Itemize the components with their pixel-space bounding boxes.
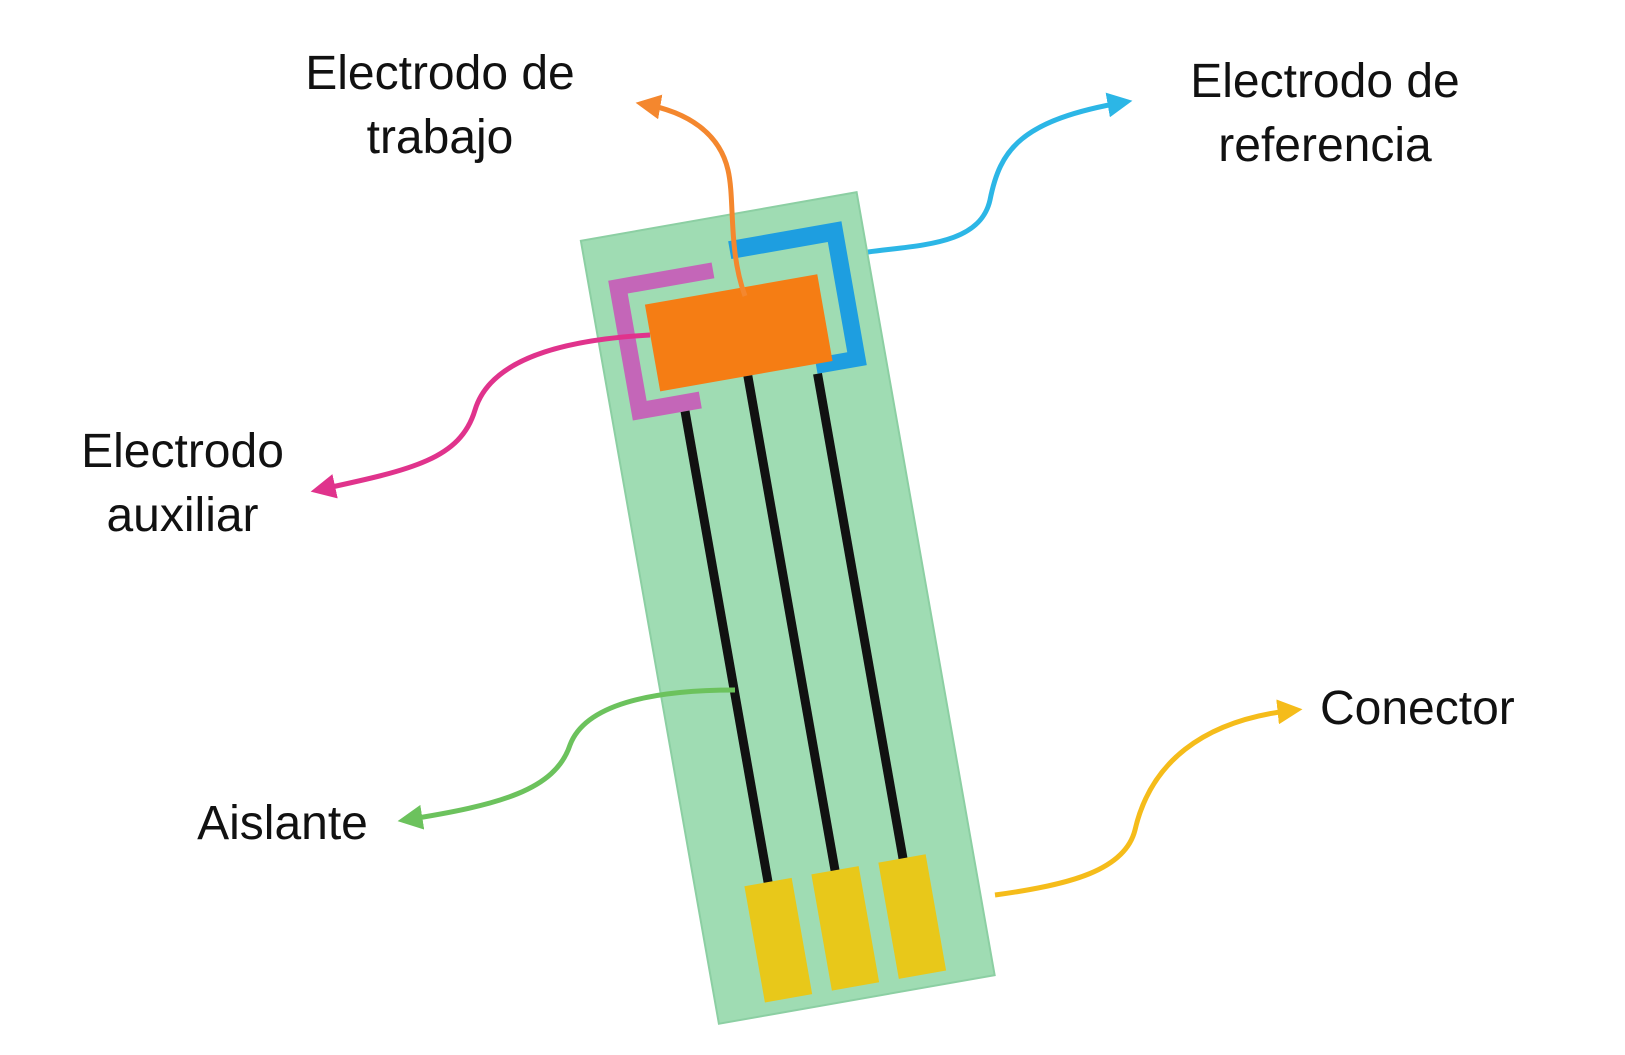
label-working-electrode-line2: trabajo <box>366 111 514 164</box>
label-insulator: Aislante <box>175 792 390 856</box>
label-working-electrode: Electrodo de trabajo <box>280 42 600 170</box>
track-auxiliary <box>680 410 775 893</box>
label-connector: Conector <box>1320 677 1560 741</box>
connector-pad <box>744 877 813 1003</box>
arrow-reference-electrode <box>867 92 1133 255</box>
arrow-auxiliary-electrode <box>310 332 651 499</box>
label-reference-electrode-line2: referencia <box>1218 119 1432 172</box>
connector-pad <box>811 866 880 991</box>
auxiliary-electrode <box>608 262 715 421</box>
electrode-strip <box>579 191 996 1025</box>
label-connector-text: Conector <box>1320 682 1515 735</box>
arrow-insulator <box>397 687 736 830</box>
working-electrode <box>644 274 833 392</box>
label-auxiliary-electrode: Electrodo auxiliar <box>55 420 310 548</box>
track-working <box>743 375 842 881</box>
label-reference-electrode: Electrodo de referencia <box>1160 50 1490 178</box>
label-auxiliary-electrode-line2: auxiliar <box>106 489 259 542</box>
reference-electrode <box>728 221 867 374</box>
connector-pad <box>878 854 947 979</box>
label-reference-electrode-line1: Electrodo de <box>1190 55 1460 108</box>
arrow-connector <box>994 699 1303 898</box>
track-reference <box>813 372 910 869</box>
arrow-working-electrode <box>635 94 748 297</box>
label-auxiliary-electrode-line1: Electrodo <box>81 425 284 478</box>
label-working-electrode-line1: Electrodo de <box>305 47 575 100</box>
label-insulator-text: Aislante <box>197 797 368 850</box>
